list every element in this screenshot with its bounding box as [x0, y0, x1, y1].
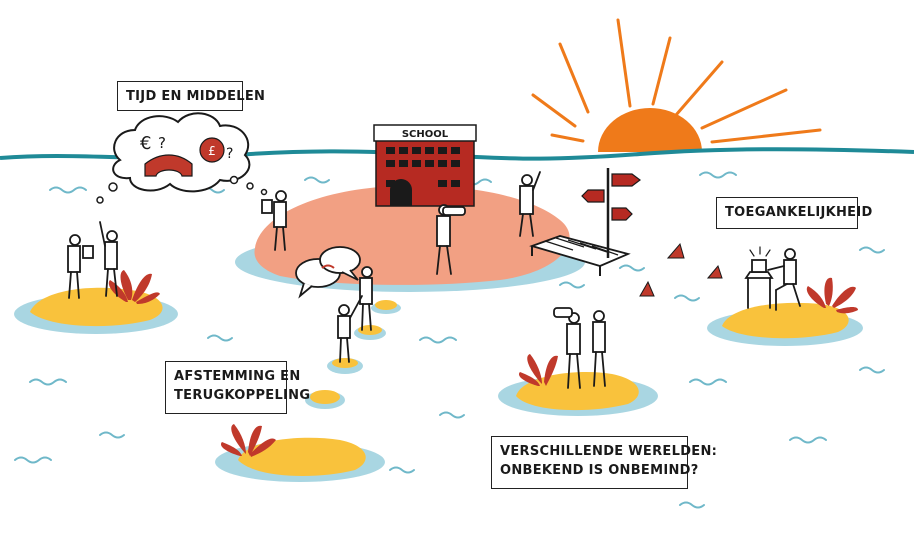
question-mark-1: ? — [158, 134, 166, 152]
pound-symbol: £ — [208, 144, 216, 158]
bridge-icon — [144, 154, 193, 177]
person-at-laptop — [744, 246, 801, 311]
island-left — [14, 270, 178, 334]
label-tijd-text: TIJD EN MIDDELEN — [126, 89, 266, 104]
people-left — [67, 190, 287, 299]
sun — [531, 18, 822, 152]
school-sign-text: SCHOOL — [402, 129, 449, 140]
label-afstemming-line-2: TERUGKOPPELING — [174, 388, 311, 403]
people-bottom-center — [553, 307, 606, 389]
island-right — [707, 277, 863, 346]
school-building: SCHOOL — [373, 124, 477, 207]
island-bottom-left — [215, 424, 385, 482]
shark-fins — [639, 242, 723, 297]
pier — [529, 235, 631, 276]
label-verschillende-werelden: VERSCHILLENDE WERELDEN: ONBEKEND IS ONBE… — [491, 436, 718, 489]
island-bottom-center — [498, 354, 658, 416]
label-toeg-text: TOEGANKELIJKHEID — [725, 205, 873, 220]
label-tijd-en-middelen: TIJD EN MIDDELEN — [117, 81, 266, 111]
label-afstemming: AFSTEMMING EN TERUGKOPPELING — [165, 361, 311, 414]
question-mark-2: ? — [226, 146, 233, 162]
signpost — [581, 168, 641, 258]
label-toegankelijkheid: TOEGANKELIJKHEID — [716, 197, 873, 229]
speech-bubbles — [295, 246, 361, 299]
label-versch-line-1: VERSCHILLENDE WERELDEN: — [500, 444, 718, 459]
label-afstemming-line-1: AFSTEMMING EN — [174, 369, 301, 384]
sea-waves — [14, 171, 885, 509]
people-stepping — [337, 266, 373, 363]
thought-bubble: € ? £ ? — [96, 112, 268, 204]
label-versch-line-2: ONBEKEND IS ONBEMIND? — [500, 463, 699, 478]
stepping-stones — [305, 300, 401, 409]
euro-symbol: € — [140, 133, 151, 154]
people-main-island — [436, 171, 541, 275]
clock-icon — [199, 137, 225, 163]
